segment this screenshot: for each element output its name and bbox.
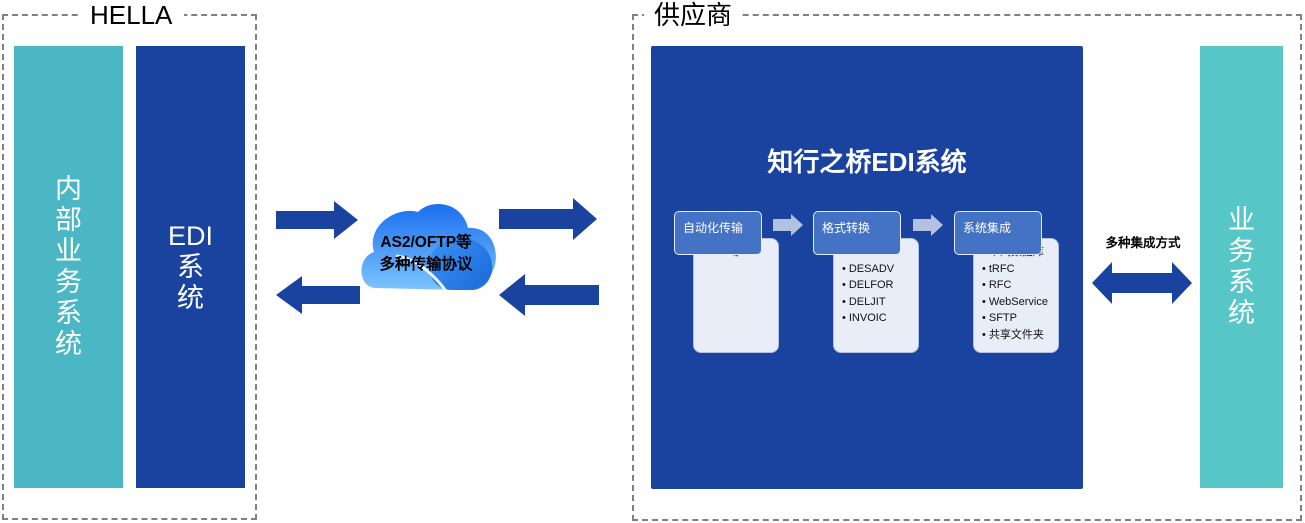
internal-system-label-char: 内: [55, 174, 82, 204]
stage-list-item: tRFC: [982, 261, 1058, 278]
edi-system-label-char: EDI: [167, 220, 213, 251]
stage-list-item: RFC: [982, 277, 1058, 294]
cloud-label-line1: AS2/OFTP等: [380, 234, 472, 251]
internal-business-system: 内部业务系统: [14, 46, 123, 488]
stage-system-integration-header: 系统集成: [954, 211, 1042, 255]
edi-system-label-char: 系: [176, 251, 204, 282]
stage-system-integration-body: 中间数据库tRFCRFCWebServiceSFTP共享文件夹: [973, 238, 1059, 353]
stage-list-item: SFTP: [982, 310, 1058, 327]
internal-system-label-char: 系: [55, 298, 82, 328]
stage-format-conversion-header: 格式转换: [813, 211, 901, 255]
stage-format-conversion-body: ORDERSDESADVDELFORDELJITINVOIC: [833, 238, 919, 353]
stage-list-item: 共享文件夹: [982, 327, 1058, 344]
stage-arrow-2: [913, 214, 943, 236]
business-system-label-char: 系: [1228, 267, 1255, 297]
internal-system-label-char: 务: [55, 267, 82, 297]
arrow-right-cloud-to-supplier: [499, 198, 597, 240]
supplier-business-system: 业务系统: [1200, 46, 1283, 488]
stage-list-item: DELFOR: [842, 277, 918, 294]
arrow-left-supplier-to-cloud: [499, 274, 599, 316]
integration-label: 多种集成方式: [1105, 236, 1181, 250]
supplier-business-system-label: 业务系统: [1228, 205, 1255, 329]
edi-panel-title: 知行之桥EDI系统: [767, 147, 967, 177]
arrow-right-hella-to-cloud: [276, 201, 358, 239]
cloud-icon: [361, 204, 496, 295]
stage-system-integration-items: 中间数据库tRFCRFCWebServiceSFTP共享文件夹: [982, 244, 1058, 344]
arrow-left-cloud-to-hella: [276, 276, 360, 314]
stage-arrow-1: [773, 214, 803, 236]
stage-list-item: WebService: [982, 294, 1058, 311]
business-system-label-char: 统: [1228, 298, 1255, 328]
stage-list-item: DELJIT: [842, 294, 918, 311]
stage-auto-transfer-body: AS2等: [693, 238, 779, 353]
stage-list-item: INVOIC: [842, 310, 918, 327]
hella-group-title: HELLA: [78, 0, 185, 30]
edi-system-label-char: 统: [176, 282, 204, 313]
supplier-group-title: 供应商: [644, 0, 743, 30]
double-arrow-integration: [1092, 262, 1192, 304]
stage-auto-transfer-header: 自动化传输: [674, 211, 762, 255]
internal-business-system-label: 内部业务系统: [55, 174, 82, 360]
internal-system-label-char: 业: [55, 236, 82, 266]
business-system-label-char: 业: [1228, 205, 1255, 235]
stage-list-item: DESADV: [842, 261, 918, 278]
business-system-label-char: 务: [1228, 236, 1255, 266]
stage-format-conversion-items: ORDERSDESADVDELFORDELJITINVOIC: [842, 244, 918, 327]
cloud-label-line2: 多种传输协议: [379, 256, 473, 273]
internal-system-label-char: 统: [55, 329, 82, 359]
supplier-group: [632, 14, 1302, 521]
cloud-label: AS2/OFTP等 多种传输协议: [356, 232, 496, 276]
internal-system-label-char: 部: [55, 205, 82, 235]
